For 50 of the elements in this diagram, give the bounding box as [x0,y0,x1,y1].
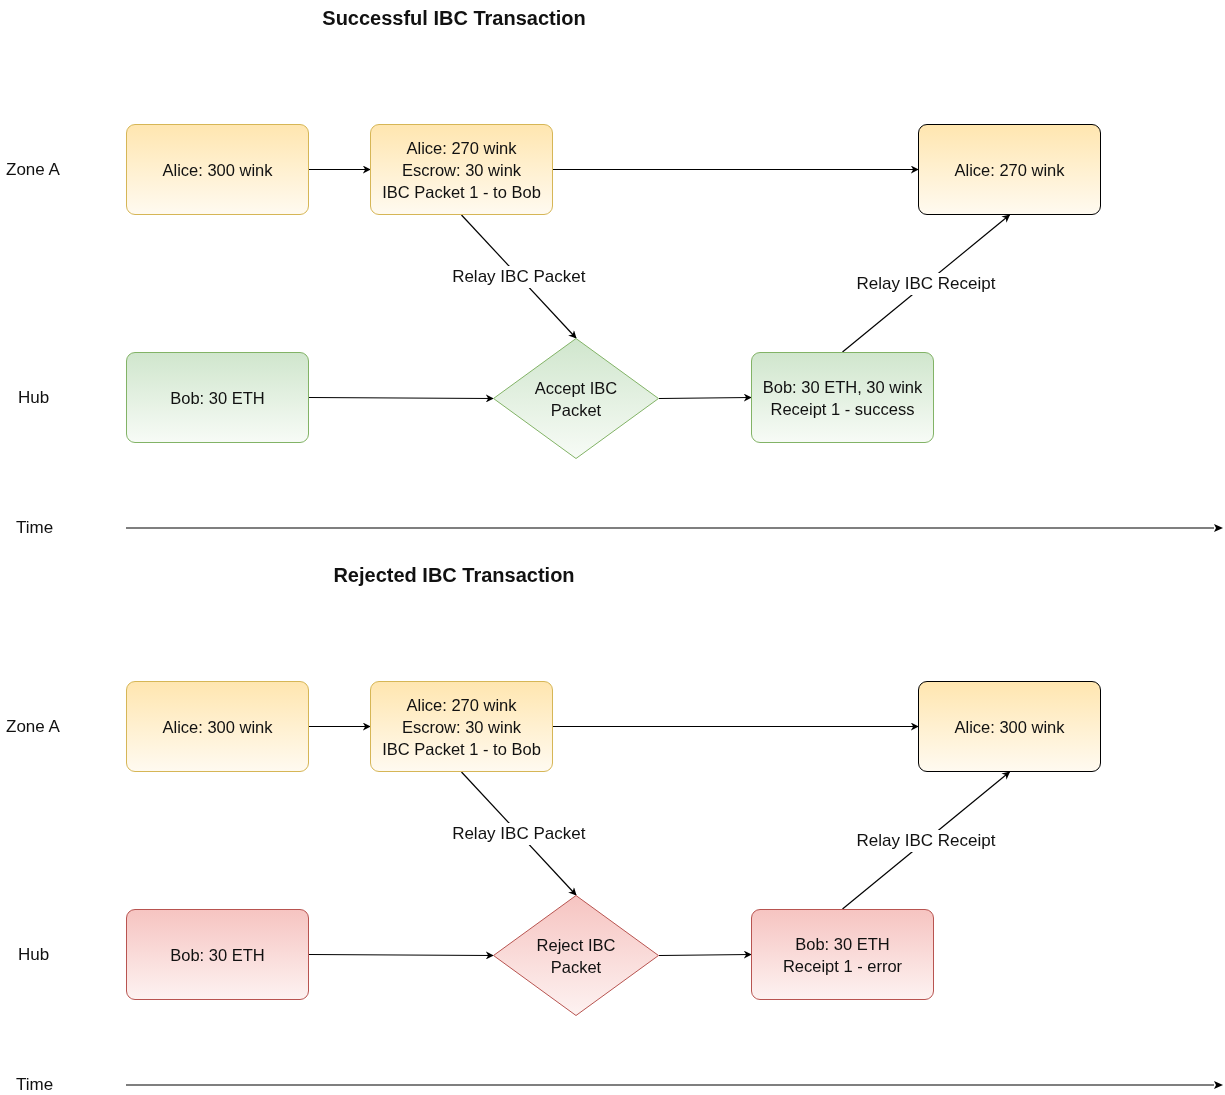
decision-diamond [493,895,659,1016]
node-text: Alice: 270 wink [953,159,1066,181]
arrow [308,951,494,960]
decision-diamond [493,338,659,459]
edge-label: Relay IBC Packet [450,822,588,845]
arrow [658,393,752,402]
arrow [552,722,919,731]
lane-label: Zone A [6,717,60,737]
node-text: Reject IBC Packet [535,934,617,978]
edge-label: Relay IBC Receipt [854,829,998,852]
node-text: IBC Packet 1 - to Bob [381,738,542,760]
node-text: Bob: 30 ETH [169,387,266,409]
node-text: Alice: 300 wink [161,159,274,181]
state-box [126,352,309,443]
lane-label: Hub [18,945,50,965]
state-box [370,681,553,772]
node-text: Bob: 30 ETH [794,933,891,955]
arrow [658,950,752,959]
arrow [308,722,371,731]
node-text: Alice: 270 wink [405,694,518,716]
lane-label: Hub [18,388,50,408]
state-box [126,909,309,1000]
state-box [751,909,934,1000]
node-text: Escrow: 30 wink [400,716,523,738]
node-text: Alice: 270 wink [405,137,518,159]
section-title: Successful IBC Transaction [322,6,586,30]
edge-label: Relay IBC Packet [450,265,588,288]
state-box [126,124,309,215]
node-text: IBC Packet 1 - to Bob [381,181,542,203]
state-box [126,681,309,772]
node-text: Receipt 1 - error [781,955,904,977]
arrow [552,165,919,174]
node-text: Escrow: 30 wink [400,159,523,181]
state-box [918,681,1101,772]
lane-label: Time [16,1075,54,1095]
node-text: Receipt 1 - success [769,398,916,420]
node-text: Alice: 300 wink [953,716,1066,738]
lane-label: Zone A [6,160,60,180]
lane-label: Time [16,518,54,538]
node-text: Accept IBC Packet [533,377,619,421]
arrow [308,165,371,174]
state-box [370,124,553,215]
node-text: Alice: 300 wink [161,716,274,738]
state-box [918,124,1101,215]
arrow [308,394,494,403]
node-text: Bob: 30 ETH [169,944,266,966]
node-text: Bob: 30 ETH, 30 wink [761,376,924,398]
edge-label: Relay IBC Receipt [854,272,998,295]
state-box [751,352,934,443]
section-title: Rejected IBC Transaction [333,563,575,587]
